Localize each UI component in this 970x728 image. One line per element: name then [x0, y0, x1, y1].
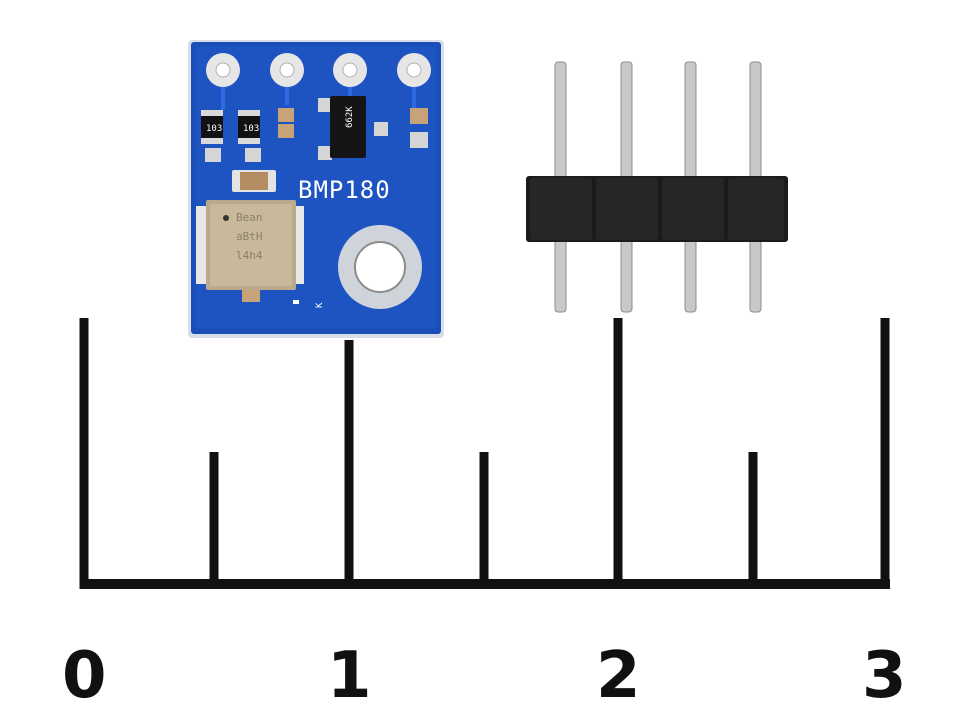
- regulator-code: 662K: [345, 106, 355, 128]
- ruler: 0 1 2 3: [62, 318, 907, 713]
- corner-mark: K: [315, 302, 325, 308]
- board-label: BMP180: [298, 176, 391, 204]
- sensor-line-1: Bean: [236, 211, 263, 224]
- ruler-label-0: 0: [62, 639, 107, 713]
- capacitors: [205, 108, 428, 162]
- ruler-label-1: 1: [327, 639, 372, 713]
- ruler-label-2: 2: [596, 639, 641, 713]
- sensor-chip: Bean aBtH l4h4: [196, 200, 304, 290]
- pin-header: [526, 61, 788, 313]
- voltage-regulator: 662K: [318, 96, 388, 160]
- bmp180-board: 103 103 662K BMP180: [188, 40, 444, 338]
- resistor-2-code: 103: [243, 124, 259, 134]
- resistor-2: 103: [238, 110, 260, 144]
- resistor-1: 103: [201, 110, 223, 144]
- sensor-line-3: l4h4: [236, 249, 263, 262]
- header-pads: [206, 53, 431, 87]
- ruler-label-3: 3: [862, 639, 907, 713]
- mounting-hole: [338, 225, 422, 309]
- sensor-line-2: aBtH: [236, 230, 263, 243]
- header-segments: [530, 178, 784, 240]
- resistor-1-code: 103: [206, 124, 222, 134]
